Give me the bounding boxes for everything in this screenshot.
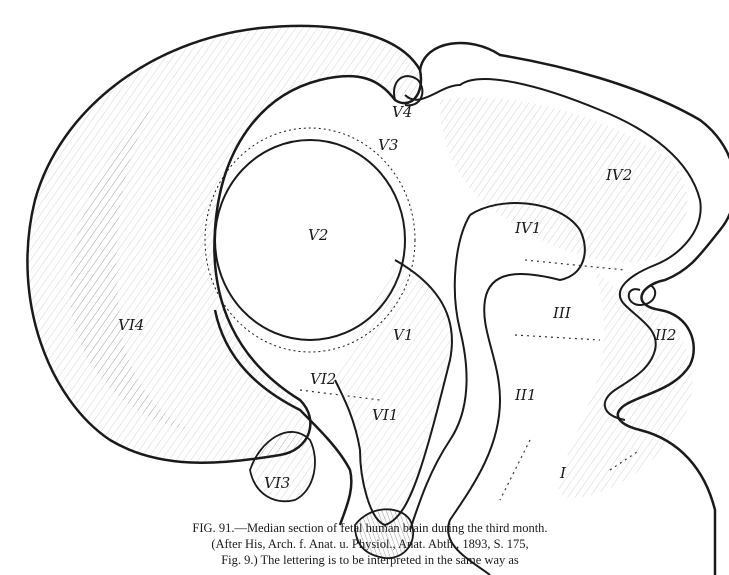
- label-ii1: II1: [514, 386, 536, 404]
- label-iii: III: [552, 304, 572, 322]
- boundary-dotted-4: [500, 440, 530, 500]
- label-vi4: VI4: [118, 316, 144, 334]
- label-vi2: VI2: [310, 370, 336, 388]
- caption-line-3: Fig. 9.) The lettering is to be interpre…: [150, 552, 590, 568]
- label-vi3: VI3: [264, 474, 290, 492]
- label-iv2: IV2: [605, 166, 632, 184]
- boundary-dotted-1: [525, 260, 625, 270]
- label-v4: V4: [392, 103, 412, 121]
- caption-line-1: FIG. 91.—Median section of fetal human b…: [150, 520, 590, 536]
- boundary-dotted-2: [515, 335, 600, 340]
- label-i: I: [559, 464, 567, 482]
- label-v3: V3: [378, 136, 398, 154]
- label-vi1: VI1: [372, 406, 398, 424]
- hindbrain-shading: [440, 98, 687, 263]
- label-v1: V1: [393, 326, 413, 344]
- caption-line-2: (After His, Arch. f. Anat. u. Physiol., …: [150, 536, 590, 552]
- label-v2: V2: [308, 226, 328, 244]
- figure-caption: FIG. 91.—Median section of fetal human b…: [150, 520, 590, 568]
- label-iv1: IV1: [514, 219, 541, 237]
- label-ii2: II2: [654, 326, 676, 344]
